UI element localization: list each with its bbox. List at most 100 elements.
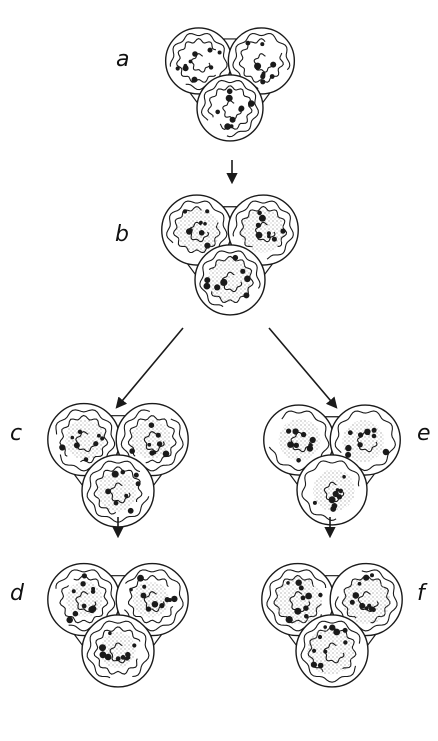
cytoplasm-stipple [133,582,169,618]
cluster-d [48,564,188,687]
granule [343,628,348,633]
granule [121,470,126,475]
granule [243,292,249,298]
granule [137,575,144,582]
granule [294,443,299,448]
granule [66,617,73,624]
cluster-e [264,405,401,525]
granule [204,243,210,249]
granule [82,604,87,609]
cytoplasm-stipple [65,420,105,460]
granule [244,276,251,283]
granule [286,616,293,623]
granule [230,117,236,123]
cell-body [197,75,263,141]
granule [246,41,251,46]
cluster-c [48,404,188,527]
granule [260,42,264,46]
granule [342,475,346,479]
panel-label-d: d [10,581,25,606]
granule [204,283,211,290]
granule [301,596,306,601]
granule [353,592,360,599]
granule [114,501,119,506]
granule [372,434,377,439]
granule [296,458,301,463]
granule [270,74,275,79]
granule [192,77,198,83]
granule [312,649,316,653]
granule [383,449,389,455]
cluster-f [262,564,402,687]
granule [80,581,85,586]
cytoplasm-stipple [177,209,220,252]
granule [142,585,146,589]
granule [129,448,135,454]
granule [100,436,104,440]
granule [149,422,155,428]
granule [367,604,371,608]
granule [305,593,312,600]
granule [345,445,351,451]
granule [203,222,207,226]
granule [171,596,177,602]
granule [214,284,220,290]
granule [100,651,107,658]
granule [318,663,324,669]
granule [318,593,322,597]
granule [239,106,245,112]
granule [272,237,277,242]
granule [318,635,322,639]
granule [183,65,189,71]
granule [84,457,89,462]
granule [323,625,327,629]
granule [156,433,161,438]
granule [257,211,262,216]
granule [224,123,231,130]
arrow-b-to-c [117,328,183,407]
granule [336,488,340,492]
granule [313,501,317,505]
granule [304,614,309,619]
granule [108,632,112,636]
granule [199,230,205,236]
panel-label-c: c [10,421,22,446]
panel-label-b: b [115,222,129,247]
granule [128,508,134,514]
granule [348,430,353,435]
granule [345,452,351,458]
granule [260,79,265,84]
granule [332,503,338,509]
granule [208,48,213,53]
granule [147,443,151,447]
granule [280,229,285,234]
granule [73,611,79,617]
granule [132,643,136,647]
panel-label-f: f [417,581,428,606]
granule [215,110,220,115]
granule [112,471,119,478]
granule [129,588,133,592]
granule [72,589,76,593]
granule [296,580,302,586]
arrow-b-to-e [269,328,336,407]
granule [293,428,299,434]
granule [259,215,266,222]
granule [372,428,377,433]
granule [227,89,233,95]
granule [311,662,317,668]
granule [99,644,106,651]
granule [134,473,139,478]
granule [204,277,210,283]
granule [59,444,65,450]
granule [286,581,290,585]
granule [163,451,170,458]
granule [286,429,291,434]
granule [152,601,159,608]
granule [218,51,222,55]
granule [233,255,239,261]
panel-label-e: e [417,421,431,446]
granule [91,590,95,594]
granule [82,573,87,578]
